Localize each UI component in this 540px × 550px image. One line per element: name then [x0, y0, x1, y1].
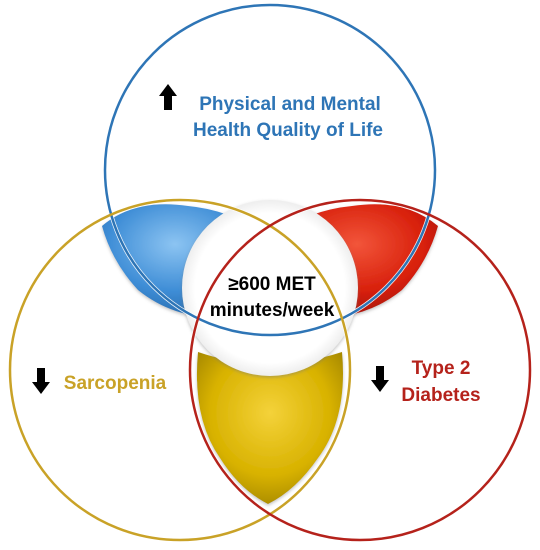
- arrow-up-icon: [159, 84, 177, 110]
- center-circle: [182, 200, 358, 376]
- right-circle-label-line2: Diabetes: [401, 385, 480, 406]
- arrow-down-icon: [32, 368, 50, 394]
- left-circle-label: Sarcopenia: [64, 373, 167, 394]
- right-circle-label-line1: Type 2: [412, 358, 471, 379]
- arrow-down-icon: [371, 366, 389, 392]
- center-label-line2: minutes/week: [210, 300, 335, 321]
- center-label-line1: ≥600 MET: [228, 274, 316, 295]
- right-circle: [188, 198, 532, 542]
- left-circle: [8, 198, 352, 542]
- yellow-overlap-region: [196, 352, 343, 504]
- top-circle-label-line2: Health Quality of Life: [193, 120, 383, 141]
- top-circle: [103, 3, 437, 337]
- top-circle-label-line1: Physical and Mental: [199, 94, 381, 115]
